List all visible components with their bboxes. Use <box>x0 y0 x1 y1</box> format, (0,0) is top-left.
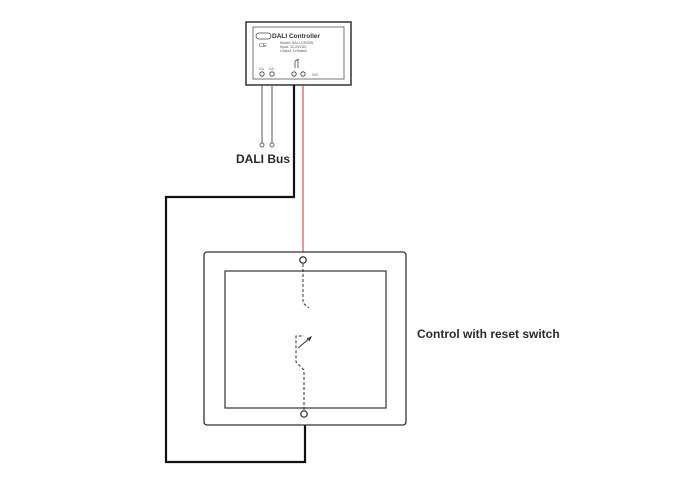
controller-title: DALI Controller <box>272 33 320 40</box>
push-button-icon <box>297 335 313 349</box>
terminal-label-da2: DA <box>269 67 275 71</box>
terminal-sw1 <box>291 71 297 77</box>
controller-output: Output: 1xSwitch <box>280 49 307 53</box>
controller-label-panel <box>252 26 345 80</box>
switch-contact-bottom <box>295 335 305 410</box>
bus-terminal-1 <box>259 142 265 148</box>
switch-terminal-bottom <box>300 410 308 418</box>
reset-switch-plate <box>203 251 407 426</box>
switch-symbol-icon <box>294 58 300 68</box>
dali-bus-label: DALI Bus <box>236 152 290 166</box>
switch-return-wire <box>164 85 307 464</box>
ce-mark: CE <box>259 43 267 49</box>
switch-plate-inner <box>224 270 387 409</box>
controller-model: Model: DALI-DS2DN <box>280 41 314 45</box>
terminal-label-sw: SW <box>312 73 318 77</box>
dali-controller: DALI Controller Model: DALI-DS2DN Input:… <box>245 21 352 86</box>
switch-terminal-top <box>299 256 307 264</box>
brand-logo-icon <box>255 32 272 40</box>
terminal-sw2 <box>300 71 306 77</box>
dali-bus-wires <box>259 85 275 148</box>
bus-terminal-2 <box>269 142 275 148</box>
terminal-da1 <box>259 71 265 77</box>
controller-input: Input: 12-24VDC <box>280 45 307 49</box>
reset-switch-label: Control with reset switch <box>417 327 560 341</box>
terminal-label-da1: DA <box>259 67 265 71</box>
terminal-da2 <box>269 71 275 77</box>
switch-contact-top <box>302 264 310 309</box>
